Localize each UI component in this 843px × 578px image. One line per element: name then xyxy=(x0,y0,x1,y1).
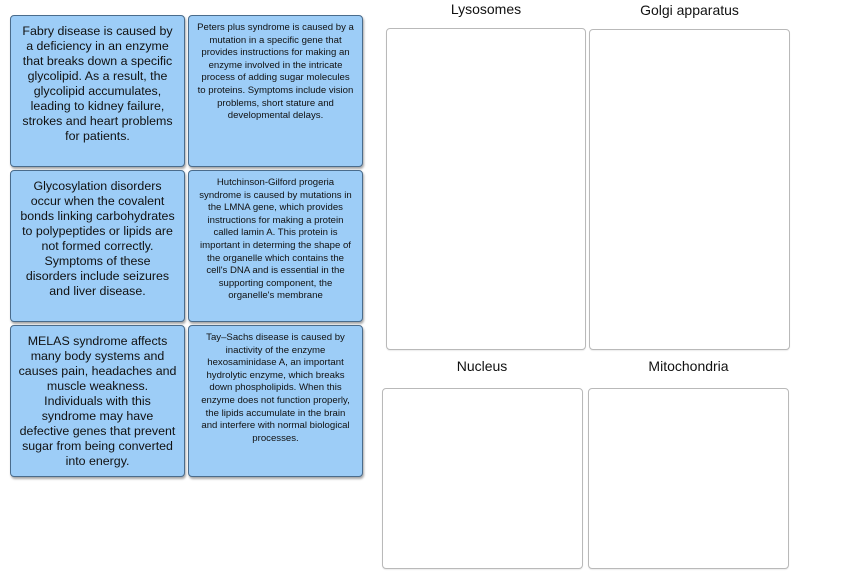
card-melas-syndrome[interactable]: MELAS syndrome affects many body systems… xyxy=(10,325,185,477)
card-text: MELAS syndrome affects many body systems… xyxy=(18,334,177,468)
card-glycosylation-disorders[interactable]: Glycosylation disorders occur when the c… xyxy=(10,170,185,322)
card-tay-sachs-disease[interactable]: Tay–Sachs disease is caused by inactivit… xyxy=(188,325,363,477)
zone-label-lysosomes: Lysosomes xyxy=(450,1,522,17)
zone-label-golgi-apparatus: Golgi apparatus xyxy=(640,2,739,18)
card-fabry-disease[interactable]: Fabry disease is caused by a deficiency … xyxy=(10,15,185,167)
card-text: Tay–Sachs disease is caused by inactivit… xyxy=(201,332,350,444)
card-text: Hutchinson-Gilford progeria syndrome is … xyxy=(199,177,352,302)
card-text: Peters plus syndrome is caused by a muta… xyxy=(197,22,354,122)
card-text: Glycosylation disorders occur when the c… xyxy=(20,179,175,298)
zone-label-nucleus: Nucleus xyxy=(456,358,508,374)
card-peters-plus-syndrome[interactable]: Peters plus syndrome is caused by a muta… xyxy=(188,15,363,167)
card-text: Fabry disease is caused by a deficiency … xyxy=(22,24,173,143)
zone-label-mitochondria: Mitochondria xyxy=(648,358,729,374)
drop-zone-nucleus[interactable] xyxy=(382,388,583,569)
card-progeria-syndrome[interactable]: Hutchinson-Gilford progeria syndrome is … xyxy=(188,170,363,322)
drop-zone-golgi-apparatus[interactable] xyxy=(589,29,790,350)
drop-zone-mitochondria[interactable] xyxy=(588,388,789,569)
drop-zone-lysosomes[interactable] xyxy=(386,28,586,350)
